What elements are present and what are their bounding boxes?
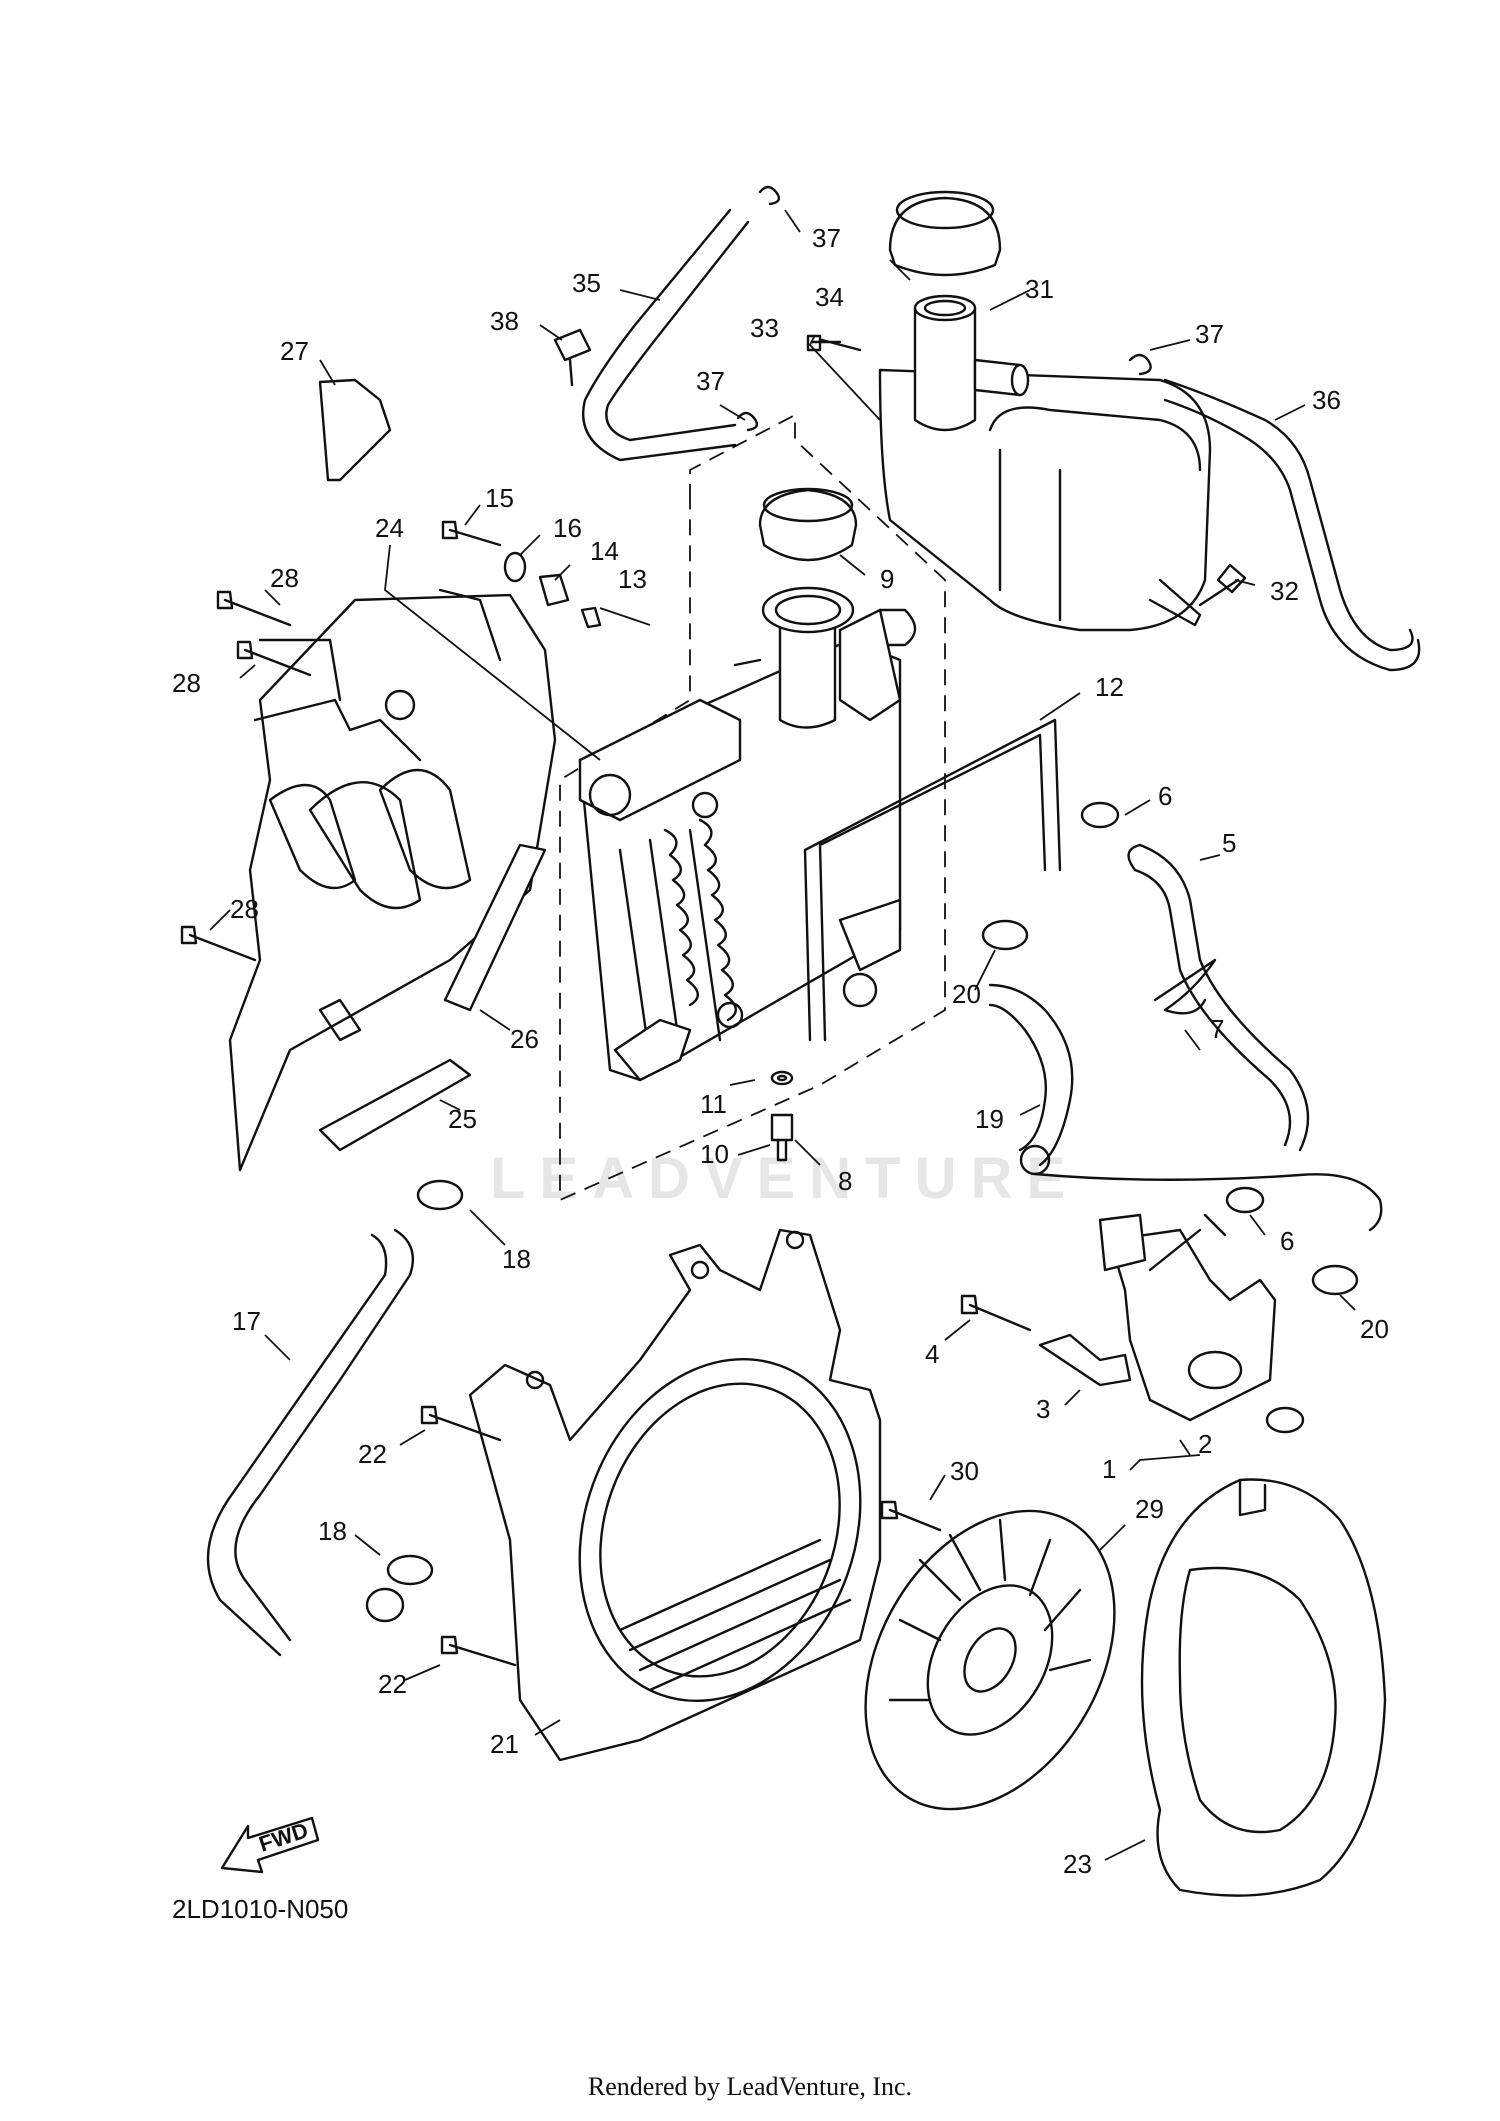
callout-6b: 6	[1280, 1226, 1294, 1256]
callout-19: 19	[975, 1104, 1004, 1134]
hose-clips	[736, 185, 1152, 432]
callout-18: 18	[502, 1244, 531, 1274]
callout-28c: 28	[230, 894, 259, 924]
reservoir-cap	[888, 190, 1002, 277]
callout-28b: 28	[172, 668, 201, 698]
callout-labels: 37 35 34 31 38 33 37 36 27 37 15 16 14 9…	[172, 223, 1389, 1879]
callout-24: 24	[375, 513, 404, 543]
callout-22: 22	[358, 1439, 387, 1469]
callout-32: 32	[1270, 576, 1299, 606]
callout-37b: 37	[1195, 319, 1224, 349]
callout-27: 27	[280, 336, 309, 366]
callout-34: 34	[815, 282, 844, 312]
callout-17: 17	[232, 1306, 261, 1336]
hose-clip	[1153, 958, 1217, 1015]
thermostat-housing	[1098, 1213, 1305, 1434]
callout-20b: 20	[1360, 1314, 1389, 1344]
side-panel	[318, 378, 392, 482]
callout-30: 30	[950, 1456, 979, 1486]
callout-37c: 37	[696, 366, 725, 396]
radiator-filler-neck	[733, 586, 917, 729]
reservoir-tank	[878, 294, 1212, 632]
overflow-hose	[582, 208, 750, 462]
callout-38: 38	[490, 306, 519, 336]
upper-radiator-hose	[206, 1228, 415, 1657]
callout-23: 23	[1063, 1849, 1092, 1879]
hose-clamps	[386, 801, 1359, 1586]
seal-strip-25	[318, 1058, 472, 1152]
callout-28: 28	[270, 563, 299, 593]
housing-bolt	[960, 1294, 1032, 1332]
callout-3: 3	[1036, 1394, 1050, 1424]
callout-4: 4	[925, 1339, 939, 1369]
fan-cover-gasket	[1140, 1478, 1387, 1897]
cooling-fan	[864, 1509, 1116, 1811]
tank-breather-hose	[1163, 378, 1421, 672]
watermark: LEADVENTURE	[490, 1146, 1079, 1211]
callout-6: 6	[1158, 781, 1172, 811]
callout-7: 7	[1210, 1014, 1224, 1044]
callout-33: 33	[750, 313, 779, 343]
drain-bolt	[770, 1070, 794, 1162]
fan-bolt	[880, 1500, 942, 1532]
callout-8: 8	[838, 1166, 852, 1196]
callout-25: 25	[448, 1104, 477, 1134]
callout-12: 12	[1095, 672, 1124, 702]
callout-13: 13	[618, 564, 647, 594]
callout-31: 31	[1025, 274, 1054, 304]
callout-22b: 22	[378, 1669, 407, 1699]
bypass-hose	[988, 983, 1383, 1232]
fan-shroud	[468, 1228, 882, 1762]
fwd-arrow-icon: FWD	[220, 1816, 320, 1874]
callout-15: 15	[485, 483, 514, 513]
radiator-cap	[758, 487, 858, 562]
callout-36: 36	[1312, 385, 1341, 415]
callout-21: 21	[490, 1729, 519, 1759]
seal-strip-26	[443, 843, 547, 1012]
radiator-shroud	[228, 588, 557, 1172]
radiator	[578, 638, 902, 1082]
lower-radiator-hose	[1127, 843, 1310, 1152]
callout-20: 20	[952, 979, 981, 1009]
bracket	[1038, 1333, 1132, 1387]
diagram-code: 2LD1010-N050	[172, 1894, 349, 1924]
callout-14: 14	[590, 536, 619, 566]
callout-1: 1	[1102, 1454, 1116, 1484]
callout-29: 29	[1135, 1494, 1164, 1524]
shroud-bolts	[180, 520, 602, 962]
callout-16: 16	[553, 513, 582, 543]
callout-11: 11	[700, 1089, 727, 1119]
radiator-frame	[803, 718, 1062, 1042]
callout-2: 2	[1198, 1429, 1212, 1459]
callout-26: 26	[510, 1024, 539, 1054]
callout-5: 5	[1222, 828, 1236, 858]
tank-bolts	[553, 328, 1247, 607]
callout-18b: 18	[318, 1516, 347, 1546]
shroud-bolt-lower	[440, 1635, 517, 1667]
shroud-bolt-upper	[420, 1405, 502, 1442]
callout-35: 35	[572, 268, 601, 298]
footer-credit: Rendered by LeadVenture, Inc.	[587, 2072, 913, 2101]
callout-9: 9	[880, 564, 894, 594]
leader-lines	[209, 209, 1356, 1861]
radiator-assembly-outline	[559, 413, 946, 1202]
callout-10: 10	[700, 1139, 729, 1169]
callout-37: 37	[812, 223, 841, 253]
